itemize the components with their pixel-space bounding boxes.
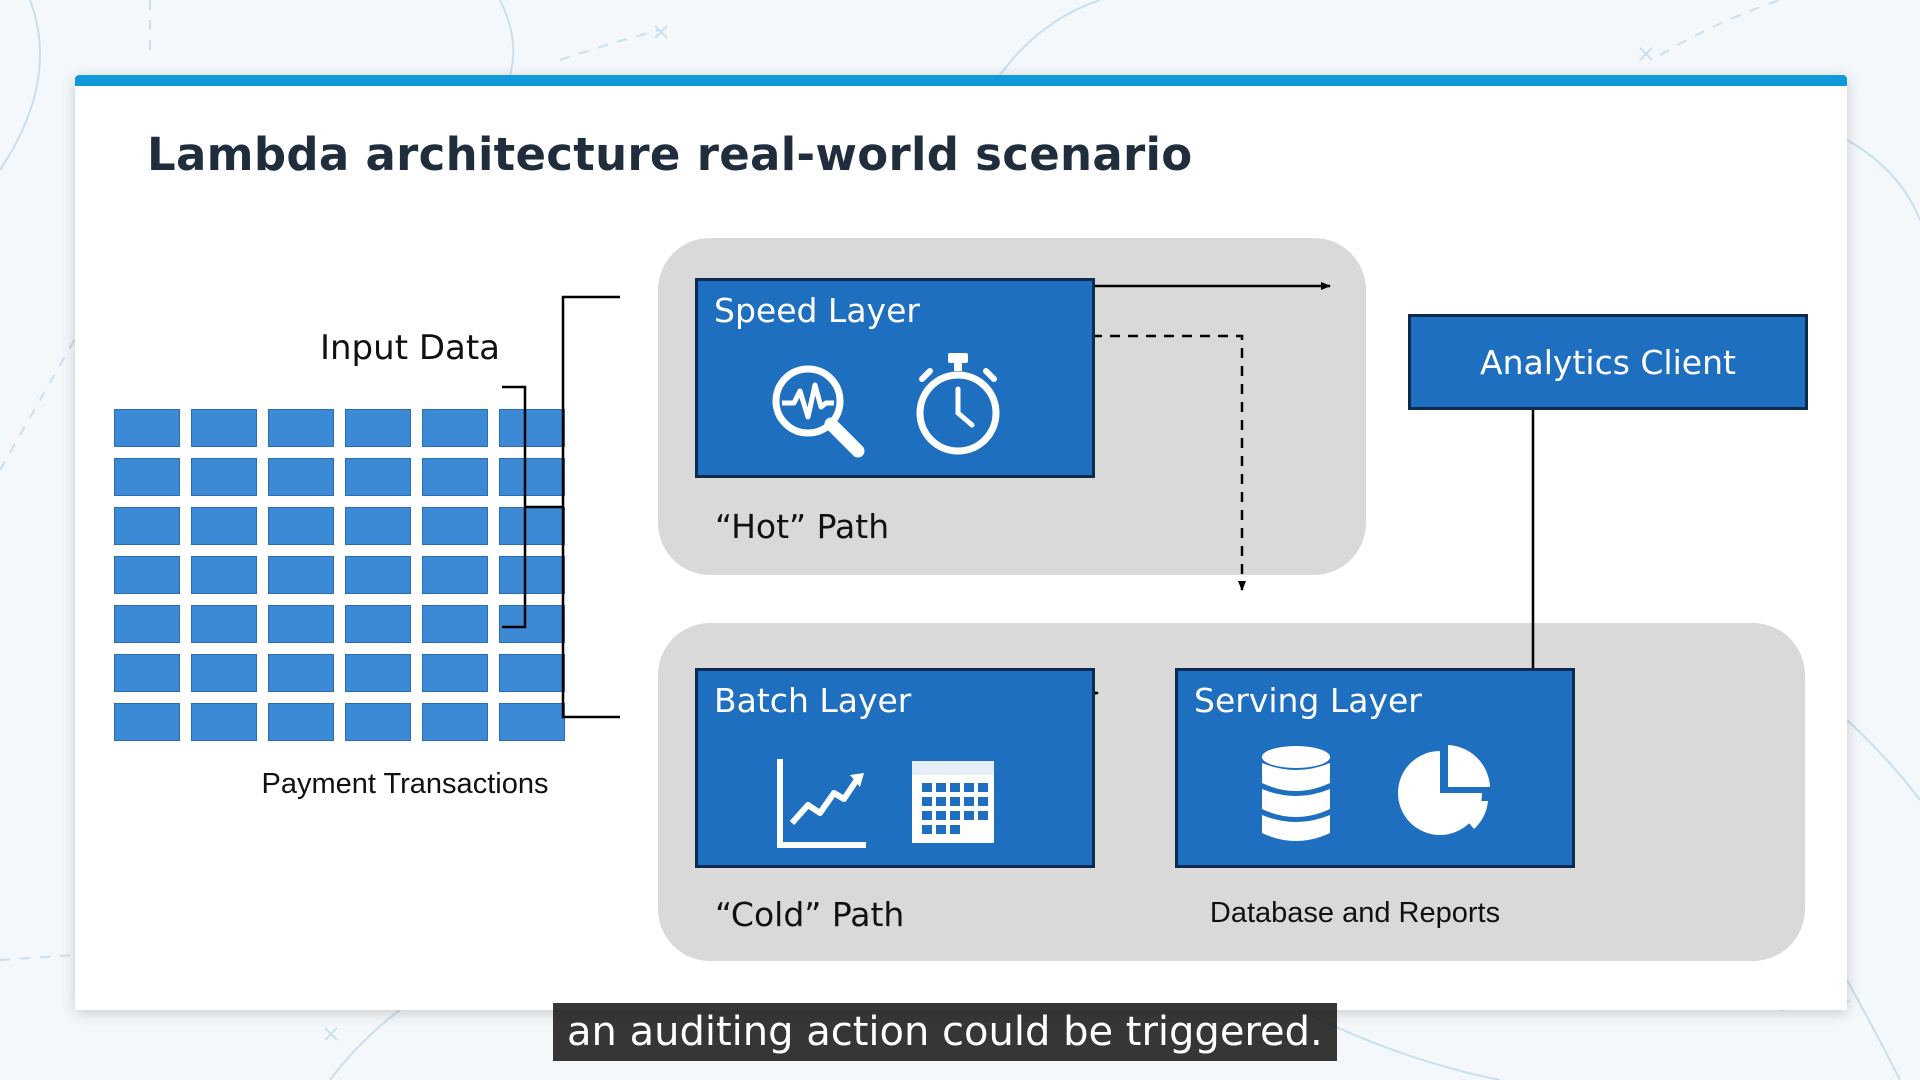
batch-layer-box: Batch Layer: [695, 668, 1095, 868]
transaction-cell: [499, 556, 565, 594]
database-icon: [1262, 746, 1330, 841]
transaction-cell: [422, 507, 488, 545]
transaction-cell: [345, 409, 411, 447]
transaction-cell: [191, 654, 257, 692]
transaction-cell: [499, 507, 565, 545]
pie-chart-icon: [1398, 745, 1490, 835]
transaction-cell: [268, 458, 334, 496]
transaction-cell: [345, 458, 411, 496]
transaction-cell: [191, 703, 257, 741]
speed-layer-box: Speed Layer: [695, 278, 1095, 478]
transaction-cell: [422, 409, 488, 447]
search-pulse-icon: [772, 365, 865, 458]
transaction-cell: [191, 409, 257, 447]
transaction-cell: [422, 556, 488, 594]
transaction-cell: [422, 654, 488, 692]
transaction-cell: [268, 654, 334, 692]
slide-accent-bar: [75, 75, 1847, 86]
input-data-label: Input Data: [319, 328, 501, 368]
batch-layer-title: Batch Layer: [714, 681, 912, 720]
transaction-cell: [114, 507, 180, 545]
transaction-cell: [191, 507, 257, 545]
transaction-cell: [345, 507, 411, 545]
transaction-cell: [499, 654, 565, 692]
transaction-cell: [422, 605, 488, 643]
transaction-cell: [191, 605, 257, 643]
transaction-grid: [114, 409, 566, 742]
payment-transactions-label: Payment Transactions: [261, 768, 549, 800]
subtitle-caption: an auditing action could be triggered.: [553, 1003, 1337, 1061]
slide-card: Lambda architecture real-world scenario …: [75, 75, 1847, 1010]
transaction-cell: [345, 605, 411, 643]
cold-path-label: “Cold” Path: [715, 895, 905, 934]
serving-layer-title: Serving Layer: [1194, 681, 1422, 720]
transaction-cell: [499, 458, 565, 496]
transaction-cell: [499, 605, 565, 643]
transaction-cell: [114, 409, 180, 447]
analytics-client-title: Analytics Client: [1480, 342, 1736, 382]
transaction-cell: [499, 409, 565, 447]
slide-title: Lambda architecture real-world scenario: [147, 128, 1193, 181]
transaction-cell: [114, 654, 180, 692]
hot-path-label: “Hot” Path: [715, 507, 890, 546]
line-chart-icon: [777, 759, 866, 848]
transaction-cell: [345, 556, 411, 594]
transaction-cell: [268, 605, 334, 643]
serving-layer-box: Serving Layer: [1175, 668, 1575, 868]
transaction-cell: [114, 605, 180, 643]
analytics-client-box: Analytics Client: [1408, 314, 1808, 410]
speed-layer-title: Speed Layer: [714, 291, 920, 330]
transaction-cell: [422, 458, 488, 496]
transaction-cell: [268, 409, 334, 447]
transaction-cell: [268, 556, 334, 594]
transaction-cell: [191, 458, 257, 496]
transaction-cell: [114, 703, 180, 741]
stopwatch-icon: [916, 353, 1000, 455]
transaction-cell: [114, 556, 180, 594]
transaction-cell: [114, 458, 180, 496]
transaction-cell: [268, 507, 334, 545]
transaction-cell: [345, 703, 411, 741]
transaction-cell: [191, 556, 257, 594]
transaction-cell: [345, 654, 411, 692]
calendar-icon: [912, 761, 994, 843]
database-reports-label: Database and Reports: [1209, 897, 1501, 929]
transaction-cell: [422, 703, 488, 741]
transaction-cell: [268, 703, 334, 741]
transaction-cell: [499, 703, 565, 741]
